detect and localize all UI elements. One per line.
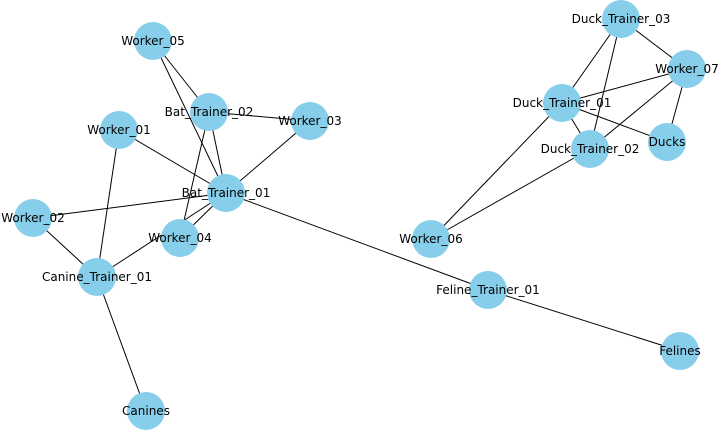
edge-worker-01-to-bat-trainer-01 — [118, 129, 227, 194]
graph-edges — [32, 18, 688, 412]
node-circle — [661, 332, 699, 370]
edge-worker-02-to-bat-trainer-01 — [32, 192, 227, 219]
node-label: Worker_06 — [399, 232, 463, 246]
node-label: Canines — [122, 404, 170, 418]
node-worker-07: Worker_07 — [655, 50, 719, 88]
node-circle — [134, 22, 172, 60]
node-duck-trainer-03: Duck_Trainer_03 — [572, 0, 671, 38]
node-label: Worker_03 — [278, 114, 342, 128]
edge-feline-trainer-01-to-felines — [487, 289, 681, 352]
node-circle — [161, 219, 199, 257]
node-feline-trainer-01: Feline_Trainer_01 — [436, 271, 540, 309]
node-bat-trainer-02: Bat_Trainer_02 — [165, 93, 254, 131]
node-label: Duck_Trainer_03 — [572, 12, 671, 26]
node-label: Worker_04 — [148, 231, 212, 245]
node-ducks: Ducks — [648, 123, 686, 161]
edge-canine-trainer-01-to-canines — [96, 276, 147, 412]
node-circle — [469, 271, 507, 309]
node-label: Worker_01 — [87, 123, 151, 137]
edge-worker-07-to-duck-trainer-02 — [589, 68, 688, 150]
edge-worker-07-to-duck-trainer-01 — [561, 68, 688, 104]
node-circle — [14, 199, 52, 237]
node-circle — [648, 123, 686, 161]
node-canine-trainer-01: Canine_Trainer_01 — [42, 258, 152, 296]
node-duck-trainer-01: Duck_Trainer_01 — [513, 84, 612, 122]
edge-duck-trainer-01-to-worker-06 — [430, 102, 563, 240]
node-circle — [668, 50, 706, 88]
node-circle — [78, 258, 116, 296]
node-label: Duck_Trainer_01 — [513, 96, 612, 110]
node-circle — [543, 84, 581, 122]
node-circle — [100, 111, 138, 149]
node-label: Ducks — [649, 135, 686, 149]
edge-duck-trainer-03-to-duck-trainer-02 — [589, 18, 622, 150]
node-worker-06: Worker_06 — [399, 220, 463, 258]
node-label: Worker_07 — [655, 62, 719, 76]
node-felines: Felines — [659, 332, 701, 370]
node-worker-03: Worker_03 — [278, 102, 342, 140]
node-circle — [602, 0, 640, 38]
node-label: Worker_02 — [1, 211, 65, 225]
node-label: Bat_Trainer_02 — [165, 105, 254, 119]
node-label: Duck_Trainer_02 — [541, 142, 640, 156]
node-worker-02: Worker_02 — [1, 199, 65, 237]
node-worker-01: Worker_01 — [87, 111, 151, 149]
node-circle — [291, 102, 329, 140]
node-worker-04: Worker_04 — [148, 219, 212, 257]
node-label: Worker_05 — [121, 34, 185, 48]
node-label: Felines — [659, 344, 701, 358]
node-circle — [190, 93, 228, 131]
edge-duck-trainer-02-to-worker-06 — [430, 148, 591, 240]
node-circle — [207, 174, 245, 212]
edge-bat-trainer-01-to-feline-trainer-01 — [225, 192, 489, 291]
node-worker-05: Worker_05 — [121, 22, 185, 60]
node-bat-trainer-01: Bat_Trainer_01 — [182, 174, 271, 212]
node-label: Canine_Trainer_01 — [42, 270, 152, 284]
node-circle — [412, 220, 450, 258]
node-label: Bat_Trainer_01 — [182, 186, 271, 200]
node-duck-trainer-02: Duck_Trainer_02 — [541, 130, 640, 168]
node-circle — [571, 130, 609, 168]
node-canines: Canines — [122, 392, 170, 430]
node-circle — [127, 392, 165, 430]
edge-worker-05-to-bat-trainer-01 — [152, 40, 227, 194]
node-label: Feline_Trainer_01 — [436, 283, 540, 297]
edge-worker-01-to-canine-trainer-01 — [96, 129, 120, 278]
